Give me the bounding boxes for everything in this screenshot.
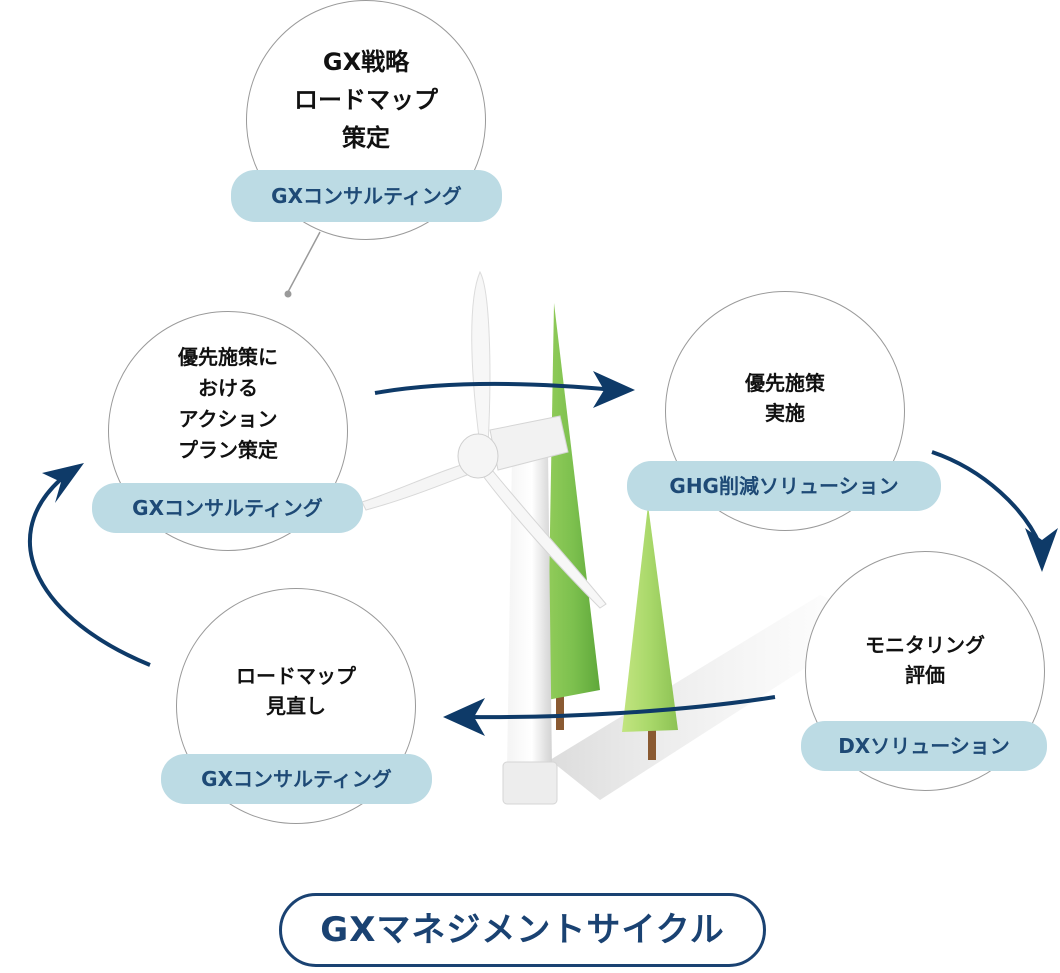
arrowhead-to-review — [443, 698, 485, 736]
arrow-to-action-plan — [28, 478, 151, 667]
tag-implement: GHG削減ソリューション — [627, 461, 941, 511]
turbine-hub — [457, 433, 499, 479]
connector-dot — [284, 290, 292, 298]
tag-review: GXコンサルティング — [161, 754, 432, 804]
arrowhead-to-action-plan — [42, 463, 84, 503]
arrow-to-implement — [374, 382, 616, 395]
turbine-blade — [479, 464, 607, 609]
ground-shadow — [550, 595, 880, 800]
step-title-strategy: GX戦略 ロードマップ 策定 — [294, 48, 438, 152]
tag-monitoring: DXソリューション — [801, 721, 1047, 771]
turbine-tower-base — [502, 761, 558, 805]
tree-trunk — [648, 725, 656, 760]
turbine-blade — [361, 459, 481, 511]
tag-action-plan: GXコンサルティング — [92, 483, 363, 533]
arrow-to-monitoring — [931, 450, 1042, 546]
tag-strategy: GXコンサルティング — [231, 170, 502, 222]
arrowhead-to-monitoring — [1025, 528, 1058, 572]
footer-cycle-label: GXマネジメントサイクル — [279, 893, 766, 967]
step-title-action-plan: 優先施策に おける アクション プラン策定 — [178, 345, 278, 462]
arrow-to-review — [469, 695, 776, 720]
turbine-blade — [471, 270, 491, 446]
connector-line — [287, 231, 321, 293]
tree-light — [622, 505, 678, 732]
tree-dark — [547, 303, 600, 700]
step-title-review: ロードマップ 見直し — [236, 664, 356, 718]
step-title-implement: 優先施策 実施 — [745, 371, 825, 425]
arrowhead-to-implement — [593, 371, 635, 408]
step-title-monitoring: モニタリング 評価 — [865, 633, 985, 687]
tree-trunk — [556, 690, 564, 730]
